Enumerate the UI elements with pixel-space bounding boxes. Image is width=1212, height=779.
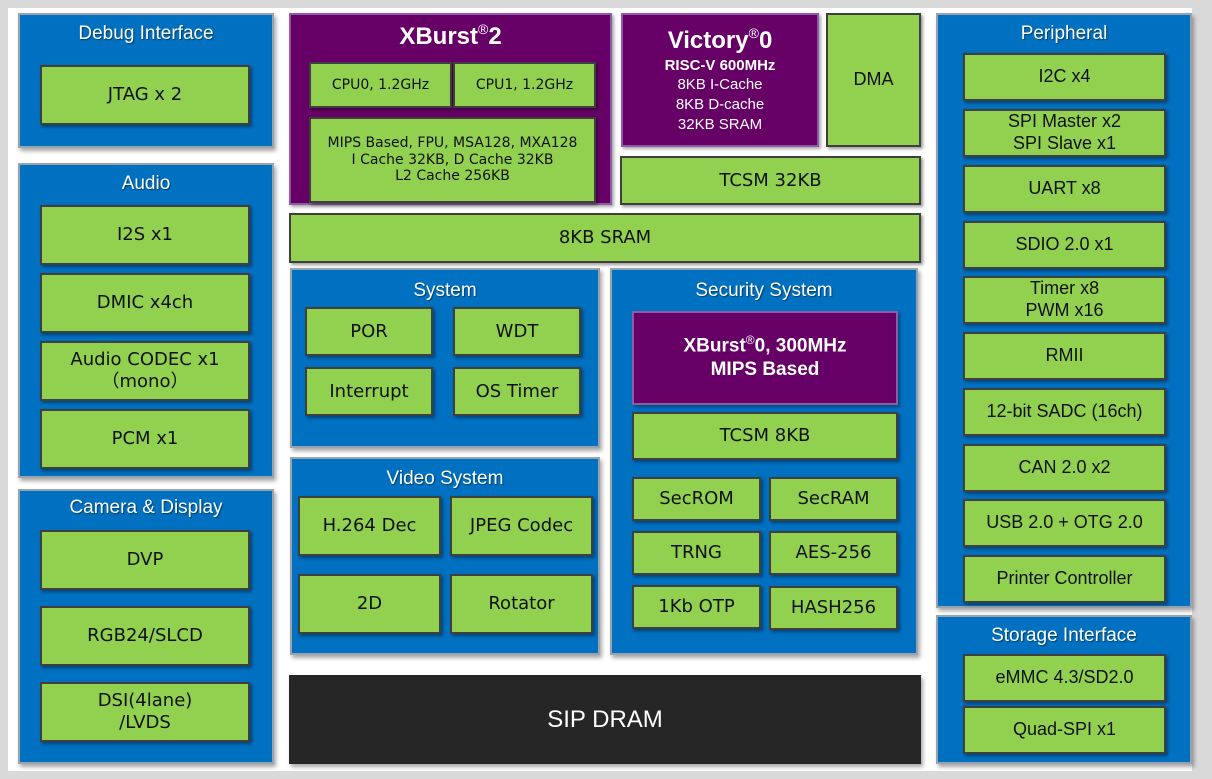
block-can: CAN 2.0 x2	[963, 444, 1166, 492]
block-aes-256: AES-256	[769, 531, 898, 575]
block-trng: TRNG	[632, 531, 761, 575]
block-2d: 2D	[298, 574, 441, 634]
audio-title: Audio	[121, 173, 171, 194]
block-i2c: I2C x4	[963, 53, 1166, 101]
block-rotator: Rotator	[450, 574, 593, 634]
security-cpu-block: XBurst®0, 300MHz MIPS Based	[632, 311, 898, 405]
security-cpu-title: XBurst®0, 300MHz	[683, 333, 847, 357]
block-hash256: HASH256	[769, 586, 898, 630]
debug-interface-title: Debug Interface	[78, 23, 214, 44]
peripheral-group: Peripheral I2C x4 SPI Master x2 SPI Slav…	[936, 13, 1192, 608]
block-rmii: RMII	[963, 332, 1166, 380]
block-uart: UART x8	[963, 165, 1166, 213]
debug-interface-group: Debug Interface JTAG x 2	[18, 13, 274, 148]
camera-display-title: Camera & Display	[69, 497, 223, 518]
block-printer-controller: Printer Controller	[963, 555, 1166, 603]
victory0-dcache: 8KB D-cache	[675, 96, 765, 113]
system-title: System	[413, 280, 477, 301]
block-secram: SecRAM	[769, 477, 898, 521]
block-xburst2-features: MIPS Based, FPU, MSA128, MXA128 I Cache …	[309, 117, 596, 203]
peripheral-title: Peripheral	[1020, 23, 1108, 44]
block-quad-spi: Quad-SPI x1	[963, 706, 1166, 754]
block-usb-otg: USB 2.0 + OTG 2.0	[963, 499, 1166, 547]
block-dvp: DVP	[40, 530, 250, 590]
block-tcsm-8kb: TCSM 8KB	[632, 412, 898, 460]
block-h264-dec: H.264 Dec	[298, 496, 441, 556]
block-spi: SPI Master x2 SPI Slave x1	[963, 109, 1166, 157]
xburst2-title: XBurst®2	[399, 21, 502, 50]
security-system-title: Security System	[695, 280, 833, 301]
video-system-title: Video System	[386, 468, 504, 489]
audio-group: Audio I2S x1 DMIC x4ch Audio CODEC x1 （m…	[18, 163, 274, 478]
victory0-icache: 8KB I-Cache	[677, 76, 763, 93]
victory0-title: Victory®0	[667, 25, 773, 54]
block-cpu1: CPU1, 1.2GHz	[453, 62, 596, 108]
storage-interface-group: Storage Interface eMMC 4.3/SD2.0 Quad-SP…	[936, 615, 1192, 764]
block-por: POR	[305, 307, 433, 356]
storage-interface-title: Storage Interface	[991, 625, 1137, 646]
block-pcm: PCM x1	[40, 409, 250, 469]
block-sip-dram: SIP DRAM	[289, 675, 921, 764]
victory0-cpu-group: Victory®0 RISC-V 600MHz 8KB I-Cache 8KB …	[621, 13, 819, 147]
block-jtag: JTAG x 2	[40, 65, 250, 125]
block-secrom: SecROM	[632, 477, 761, 521]
block-dma: DMA	[826, 13, 921, 147]
victory0-sram: 32KB SRAM	[677, 116, 763, 133]
block-dmic: DMIC x4ch	[40, 273, 250, 333]
block-1kb-otp: 1Kb OTP	[632, 585, 761, 629]
xburst2-cpu-group: XBurst®2 CPU0, 1.2GHz CPU1, 1.2GHz MIPS …	[289, 13, 612, 205]
block-8kb-sram: 8KB SRAM	[289, 213, 921, 263]
block-cpu0: CPU0, 1.2GHz	[309, 62, 452, 108]
block-audio-codec: Audio CODEC x1 （mono）	[40, 341, 250, 401]
block-interrupt: Interrupt	[305, 367, 433, 416]
block-wdt: WDT	[453, 307, 581, 356]
block-dsi-lvds: DSI(4lane) /LVDS	[40, 682, 250, 742]
video-system-group: Video System H.264 Dec JPEG Codec 2D Rot…	[290, 457, 600, 655]
security-cpu-arch: MIPS Based	[710, 359, 820, 380]
victory0-isa: RISC-V 600MHz	[664, 57, 776, 74]
security-system-group: Security System XBurst®0, 300MHz MIPS Ba…	[610, 268, 918, 655]
system-group: System POR WDT Interrupt OS Timer	[290, 268, 600, 448]
block-emmc-sd: eMMC 4.3/SD2.0	[963, 654, 1166, 702]
camera-display-group: Camera & Display DVP RGB24/SLCD DSI(4lan…	[18, 489, 274, 764]
block-i2s: I2S x1	[40, 205, 250, 265]
block-tcsm-32kb: TCSM 32KB	[620, 156, 921, 205]
block-os-timer: OS Timer	[453, 367, 581, 416]
block-timer-pwm: Timer x8 PWM x16	[963, 276, 1166, 324]
block-jpeg-codec: JPEG Codec	[450, 496, 593, 556]
block-rgb24-slcd: RGB24/SLCD	[40, 606, 250, 666]
block-sadc: 12-bit SADC (16ch)	[963, 388, 1166, 436]
block-sdio: SDIO 2.0 x1	[963, 221, 1166, 269]
